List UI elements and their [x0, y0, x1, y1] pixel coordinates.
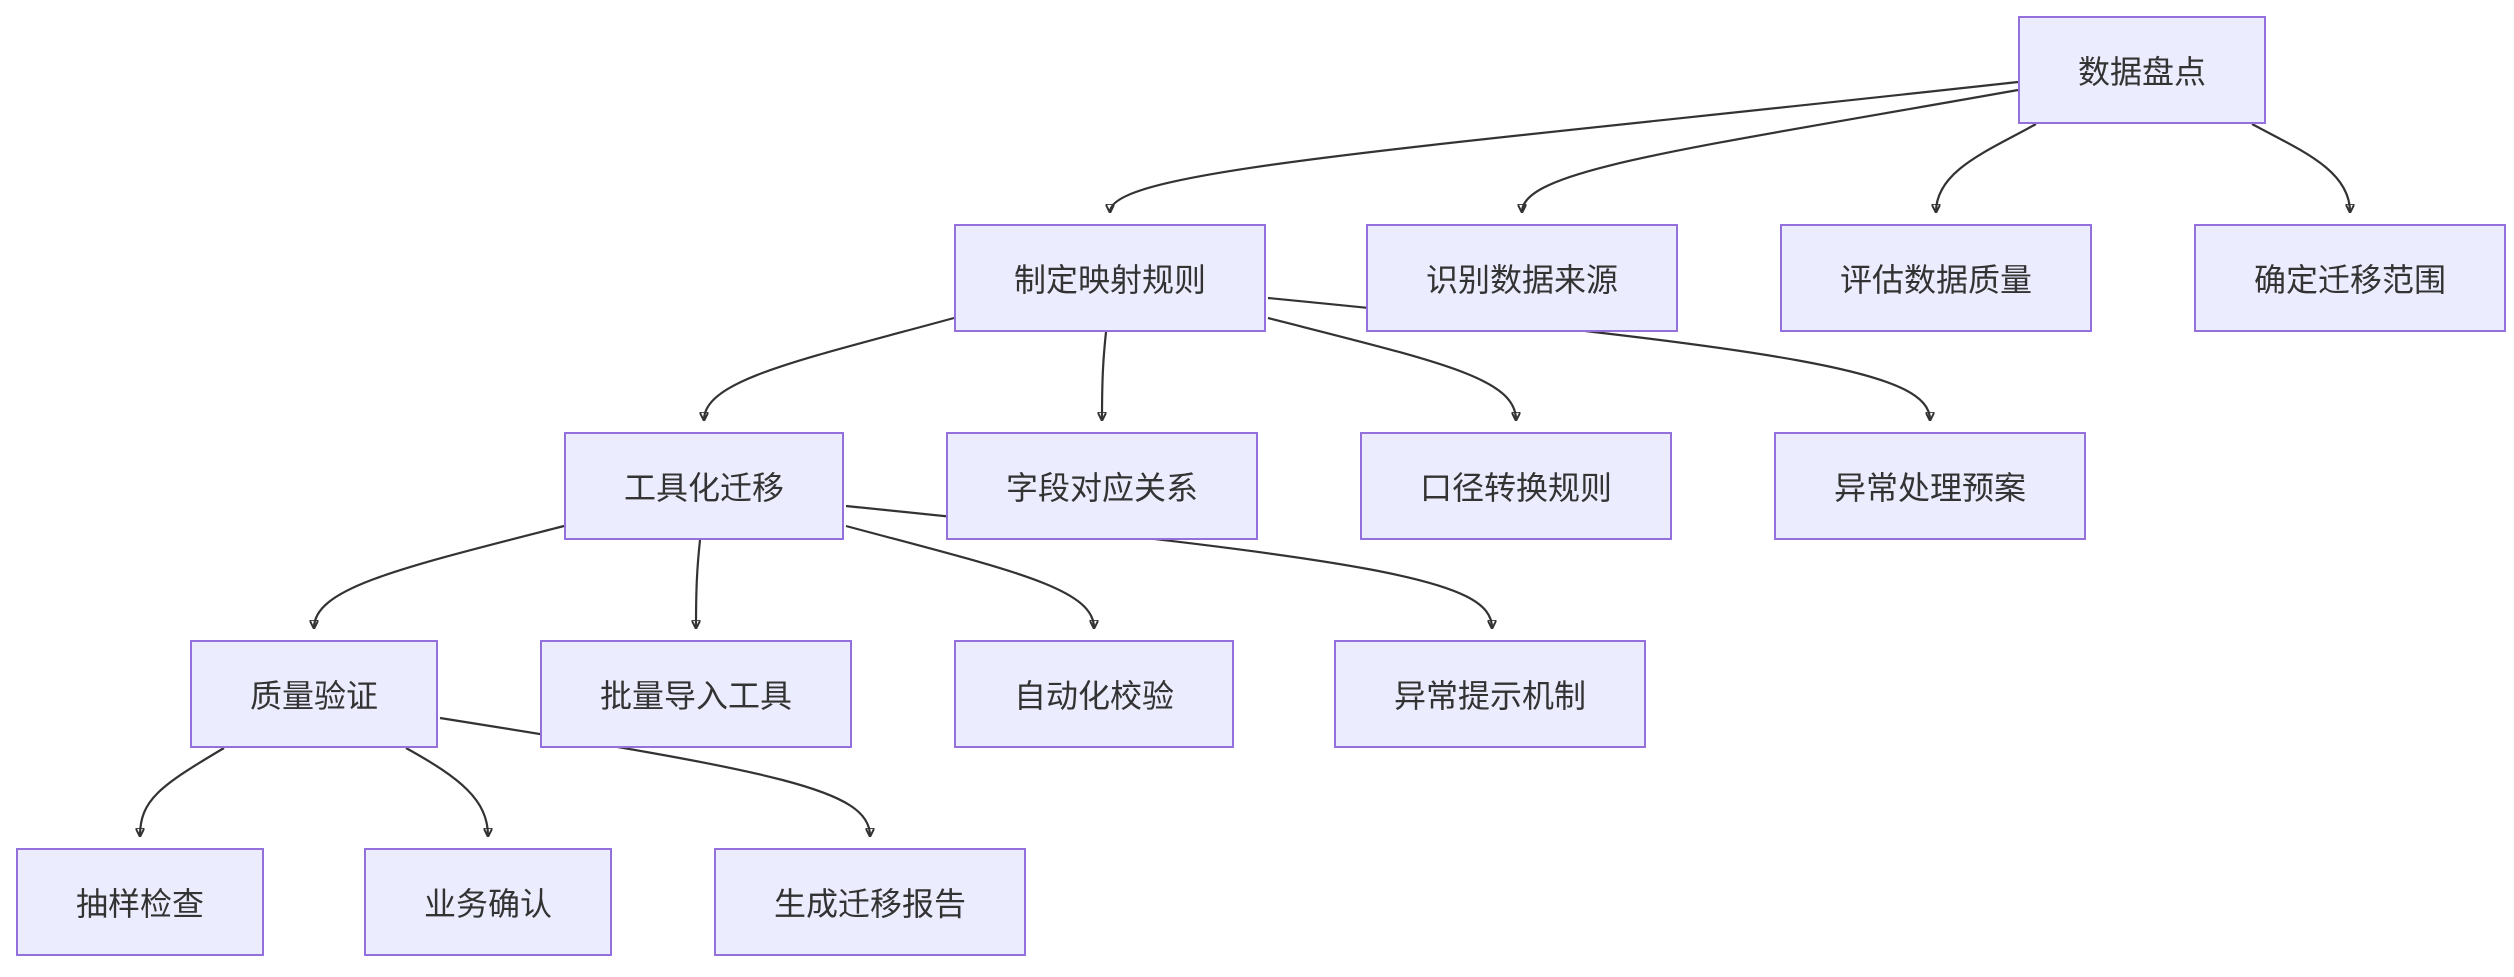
node-migration-scope: 确定迁移范围 — [2194, 224, 2506, 332]
node-mapping-rules: 制定映射规则 — [954, 224, 1266, 332]
node-exception-plan: 异常处理预案 — [1774, 432, 2086, 540]
edge-n2-n6 — [704, 316, 955, 420]
edge-n2-n7 — [1102, 331, 1108, 420]
node-auto-check: 自动化校验 — [954, 640, 1234, 748]
node-batch-import-tool: 批量导入工具 — [540, 640, 852, 748]
node-migration-report: 生成迁移报告 — [714, 848, 1026, 956]
edge-n1-n4 — [1936, 123, 2037, 212]
edge-n10-n14 — [140, 747, 225, 836]
edge-n1-n2 — [1110, 80, 2019, 212]
edge-n6-n10 — [314, 524, 565, 628]
edge-n1-n3 — [1522, 88, 2019, 212]
node-business-confirm: 业务确认 — [364, 848, 612, 956]
node-sample-check: 抽样检查 — [16, 848, 264, 956]
node-assess-quality: 评估数据质量 — [1780, 224, 2092, 332]
node-quality-validation: 质量验证 — [190, 640, 438, 748]
node-conversion-rules: 口径转换规则 — [1360, 432, 1672, 540]
edge-n6-n11 — [696, 539, 702, 628]
node-field-mapping: 字段对应关系 — [946, 432, 1258, 540]
node-identify-sources: 识别数据来源 — [1366, 224, 1678, 332]
node-tool-migration: 工具化迁移 — [564, 432, 844, 540]
node-data-inventory: 数据盘点 — [2018, 16, 2266, 124]
edge-n6-n12 — [845, 524, 1094, 628]
node-exception-alert: 异常提示机制 — [1334, 640, 1646, 748]
edge-n1-n5 — [2251, 123, 2350, 212]
edge-n2-n8 — [1267, 316, 1516, 420]
edge-n10-n15 — [405, 747, 488, 836]
